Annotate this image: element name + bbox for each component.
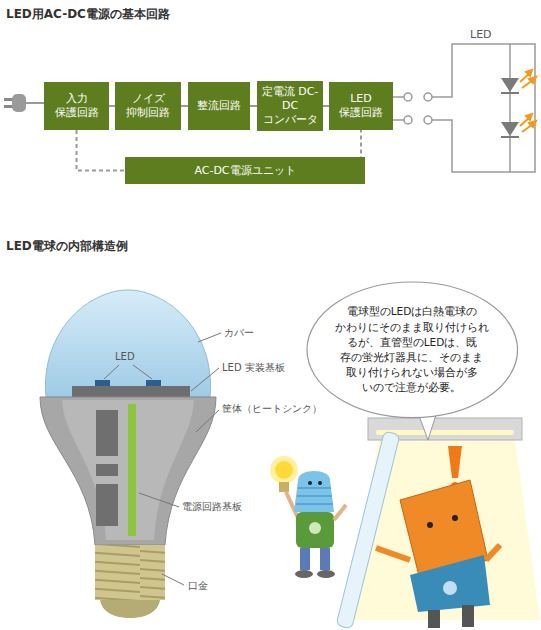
process-box: 整流回路: [188, 82, 250, 130]
bulb-illustration: [40, 290, 216, 618]
part-label: 口金: [188, 579, 208, 593]
connector: [250, 105, 257, 107]
box-label: ノイズ 抑制回路: [119, 92, 177, 120]
process-box: LED 保護回路: [329, 82, 393, 130]
speech-bubble: 電球型のLEDは白熱電球の かわりにそのまま取り付けられ るが、直管型のLEDは…: [306, 281, 519, 419]
box-label: 整流回路: [197, 99, 241, 113]
section-heading: LED電球の内部構造例: [6, 238, 128, 255]
part-label: LED: [115, 351, 135, 362]
connector: [77, 130, 126, 171]
led-output: [392, 44, 535, 172]
box-label: 入力 保護回路: [48, 92, 105, 120]
bulb-character: [270, 456, 346, 578]
part-label: カバー: [224, 326, 254, 340]
box-label: LED 保護回路: [333, 92, 389, 120]
box-label: 定電流 DC-DC コンバータ: [261, 85, 319, 126]
connector: [181, 105, 188, 107]
part-label: LED 実装基板: [222, 361, 285, 375]
part-label: 筐体（ヒートシンク）: [222, 402, 322, 416]
process-box: ノイズ 抑制回路: [115, 82, 181, 130]
group-label: LED: [470, 28, 492, 41]
box-label: AC-DC電源ユニット: [194, 164, 295, 178]
part-label: 電源回路基板: [182, 500, 242, 514]
title: LED用AC-DC電源の基本回路: [6, 6, 170, 23]
process-box: 入力 保護回路: [44, 82, 109, 130]
unit-box: AC-DC電源ユニット: [125, 157, 365, 184]
tube-character: [336, 431, 500, 629]
plug-icon: [4, 94, 46, 112]
led-symbol: [501, 70, 536, 137]
bubble-outline: [306, 281, 519, 419]
leader-lines: [104, 333, 221, 585]
bubble-text: 電球型のLEDは白熱電球の かわりにそのまま取り付けられ るが、直管型のLEDは…: [335, 304, 489, 395]
process-box: 定電流 DC-DC コンバータ: [257, 81, 323, 130]
